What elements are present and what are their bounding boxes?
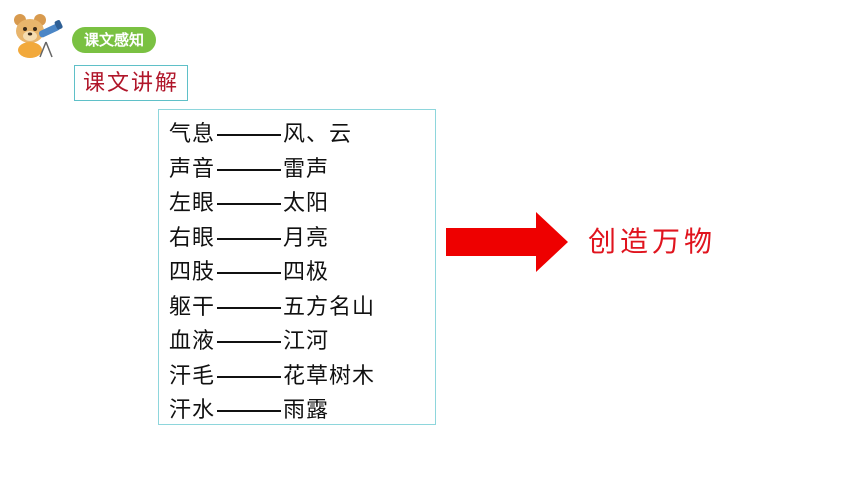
list-item: 气息风、云 — [169, 122, 353, 147]
list-item: 四肢四极 — [169, 260, 330, 285]
dash-separator — [217, 375, 282, 378]
list-item: 血液江河 — [169, 329, 330, 354]
dash-separator — [217, 168, 282, 171]
dash-separator — [217, 306, 282, 309]
list-item: 躯干五方名山 — [169, 294, 376, 320]
section-badge: 课文感知 — [72, 27, 157, 53]
list-item: 汗毛花草树木 — [169, 363, 376, 389]
arrow-right-icon — [446, 212, 568, 272]
list-item: 汗水雨露 — [169, 398, 330, 423]
list-item: 声音雷声 — [169, 156, 330, 182]
dash-separator — [217, 341, 282, 343]
list-item: 右眼月亮 — [169, 225, 330, 251]
dash-separator — [217, 272, 282, 274]
dash-separator — [217, 203, 282, 205]
dash-separator — [217, 410, 282, 412]
result-text: 创造万物 — [588, 225, 717, 258]
list-item: 左眼太阳 — [169, 191, 330, 216]
page-title: 课文讲解 — [74, 65, 189, 101]
mapping-list: 气息风、云 声音雷声 左眼太阳 右眼月亮 四肢四极 躯干五方名山 血液江河 汗毛… — [158, 109, 436, 425]
dash-separator — [217, 134, 282, 136]
dash-separator — [217, 237, 282, 240]
bear-telescope-icon — [14, 14, 63, 58]
